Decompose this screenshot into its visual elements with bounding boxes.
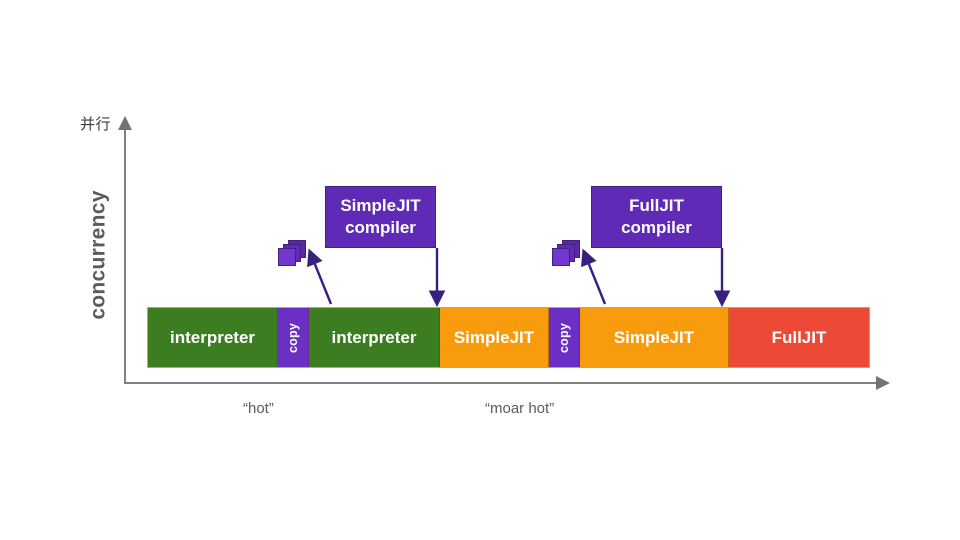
callout-line-2: compiler [345, 218, 416, 237]
y-axis-cjk-label: 并行 [80, 115, 112, 133]
timeline-segment-copy[interactable]: copy [278, 308, 309, 367]
callout-line-1: FullJIT [629, 196, 684, 216]
arrow-up-icon [118, 116, 132, 130]
arrow-down-icon [713, 248, 735, 308]
arrow-down-icon [428, 248, 450, 308]
y-axis-label-text: concurrency [87, 190, 111, 320]
arrow-up-icon [574, 248, 614, 306]
y-axis-line [124, 128, 126, 384]
timeline-segment-simplejit[interactable]: SimpleJIT [439, 308, 549, 367]
segment-label: interpreter [331, 327, 417, 347]
arrow-up-icon [300, 248, 340, 306]
layer-stack-icon [278, 240, 308, 270]
timeline-segment-copy[interactable]: copy [548, 308, 580, 367]
y-axis-label: concurrency [84, 180, 114, 330]
callout-fulljit-compiler[interactable]: FullJIT compiler [591, 186, 722, 248]
arrow-right-icon [876, 376, 890, 390]
tick-note-hot: “hot” [243, 400, 274, 417]
timeline-segment-fulljit[interactable]: FullJIT [728, 308, 869, 367]
segment-label: SimpleJIT [453, 327, 535, 347]
callout-simplejit-compiler[interactable]: SimpleJIT compiler [325, 186, 436, 248]
callout-line-1: SimpleJIT [340, 196, 421, 216]
layer-stack-sheet-front [552, 248, 570, 266]
tick-note-moar-hot: “moar hot” [485, 400, 555, 417]
timeline-segment-interpreter[interactable]: interpreter [148, 308, 278, 367]
timeline-segment-simplejit[interactable]: SimpleJIT [579, 308, 729, 367]
layer-stack-icon [552, 240, 582, 270]
timeline-segment-interpreter[interactable]: interpreter [308, 308, 440, 367]
segment-label: copy [285, 322, 300, 353]
execution-tier-timeline: interpreter copy interpreter SimpleJIT c… [147, 307, 870, 368]
segment-label: interpreter [169, 327, 256, 347]
x-axis-line [124, 382, 880, 384]
segment-label: SimpleJIT [613, 327, 695, 347]
segment-label: FullJIT [771, 327, 827, 347]
segment-label: copy [556, 322, 571, 353]
layer-stack-sheet-front [278, 248, 296, 266]
callout-line-2: compiler [621, 218, 692, 237]
